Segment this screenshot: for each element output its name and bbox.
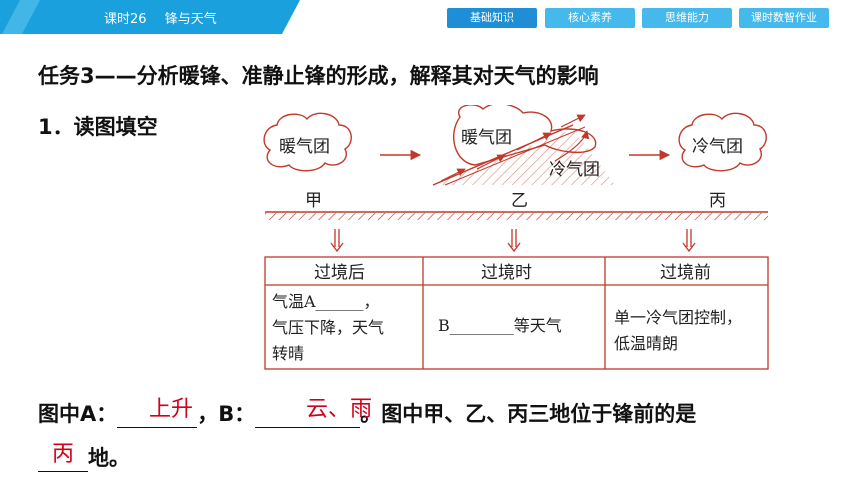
cell-after-line3: 转晴 [272, 344, 305, 363]
cell-during: B________等天气 [438, 313, 608, 339]
lesson-title: 课时26 锋与天气 [104, 8, 217, 27]
cold-air-mass-right: 冷气团 [678, 112, 767, 172]
question-prefix: 图中A： [38, 402, 118, 426]
table-header-after: 过境后 [314, 263, 365, 283]
nav-core-literacy-button[interactable]: 核心素养 [545, 8, 635, 28]
cell-before: 单一冷气团控制， 低温晴朗 [614, 305, 779, 357]
site-label-jia: 甲 [305, 191, 322, 211]
cell-after-line2: 气压下降，天气 [272, 318, 385, 337]
sub-title: 1．读图填空 [38, 115, 158, 139]
ground-hatch [265, 213, 768, 220]
task-title: 任务3——分析暖锋、准静止锋的形成，解释其对天气的影响 [38, 64, 599, 88]
question-line-1: 图中A： ，B： 。图中甲、乙、丙三地位于锋前的是 [38, 398, 696, 428]
question-line-2: 地。 [38, 442, 130, 472]
warm-air-mass-left: 暖气团 [263, 112, 352, 172]
warm-air-label-mid: 暖气团 [461, 128, 512, 148]
lesson-name: 锋与天气 [164, 12, 217, 27]
front-diagram: 暖气团 暖气团 冷气团 冷气团 甲 乙 丙 [263, 105, 769, 370]
answer-c: 丙 [52, 442, 75, 467]
cell-after-line1: 气温A______， [272, 292, 380, 311]
site-label-bing: 丙 [709, 191, 726, 211]
answer-b: 云、雨 [306, 397, 373, 422]
nav-basic-knowledge-button[interactable]: 基础知识 [447, 8, 537, 28]
weather-table [264, 256, 769, 370]
question-b-label: ，B： [197, 402, 256, 426]
nav-homework-button[interactable]: 课时数智作业 [739, 8, 829, 28]
nav-thinking-ability-button[interactable]: 思维能力 [642, 8, 732, 28]
top-bar: 课时26 锋与天气 基础知识 核心素养 思维能力 课时数智作业 [0, 0, 860, 34]
cell-after: 气温A______， 气压下降，天气 转晴 [272, 289, 422, 367]
question-line2-suffix: 地。 [88, 446, 130, 470]
cold-air-label-mid: 冷气团 [549, 160, 600, 180]
cold-air-label-right: 冷气团 [692, 137, 743, 157]
blank-b[interactable] [255, 403, 361, 428]
question-suffix: 。图中甲、乙、丙三地位于锋前的是 [360, 402, 697, 426]
lesson-number: 课时26 [104, 12, 147, 27]
table-header-during: 过境时 [481, 263, 532, 283]
warm-front-illustration: 暖气团 冷气团 [432, 105, 615, 186]
table-header-before: 过境前 [660, 263, 711, 283]
warm-air-label-left: 暖气团 [279, 137, 330, 157]
blank-c[interactable] [38, 447, 88, 472]
down-arrows [330, 229, 696, 253]
cell-before-line1: 单一冷气团控制， [614, 308, 743, 327]
answer-a: 上升 [149, 397, 194, 422]
site-label-yi: 乙 [511, 191, 528, 211]
lesson-banner [0, 0, 300, 34]
cell-before-line2: 低温晴朗 [614, 334, 679, 353]
blank-a[interactable] [117, 403, 198, 428]
cell-during-line1: B________等天气 [438, 316, 562, 335]
